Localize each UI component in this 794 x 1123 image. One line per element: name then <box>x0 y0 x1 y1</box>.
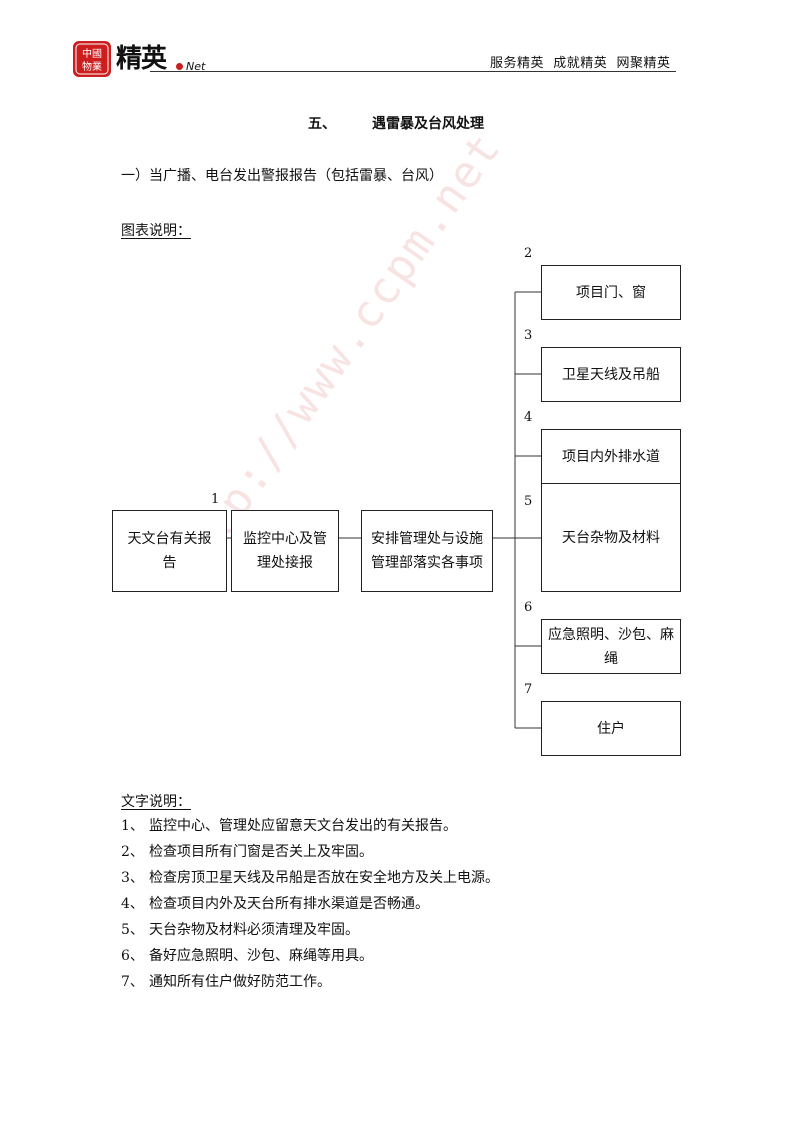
header-slogan: 服务精英 成就精英 网聚精英 <box>490 56 671 71</box>
list-item-number: 3、 <box>121 870 144 886</box>
diagram-label: 图表说明： <box>121 223 191 239</box>
list-item-number: 5、 <box>121 922 144 938</box>
section-title: 五、 遇雷暴及台风处理 <box>308 113 484 133</box>
branch-emergency-supplies: 应急照明、沙包、麻绳 <box>541 619 681 674</box>
list-item-text: 天台杂物及材料必须清理及牢固。 <box>149 922 359 938</box>
branch-number: 4 <box>524 410 533 425</box>
sub-heading: 一）当广播、电台发出警报报告（包括雷暴、台风） <box>121 168 443 184</box>
list-item: 1、监控中心、管理处应留意天文台发出的有关报告。 <box>121 817 499 843</box>
list-item-text: 检查项目内外及天台所有排水渠道是否畅通。 <box>149 896 429 912</box>
node-observatory-report: 天文台有关报告 <box>112 510 227 592</box>
list-item-text: 备好应急照明、沙包、麻绳等用具。 <box>149 948 373 964</box>
list-item-number: 1、 <box>121 818 144 834</box>
header-rule <box>150 71 676 72</box>
list-item-number: 7、 <box>121 974 144 990</box>
list-item-text: 监控中心、管理处应留意天文台发出的有关报告。 <box>149 818 457 834</box>
list-item-text: 检查房顶卫星天线及吊船是否放在安全地方及关上电源。 <box>149 870 499 886</box>
list-item-number: 6、 <box>121 948 144 964</box>
branch-doors-windows: 项目门、窗 <box>541 265 681 320</box>
list-item: 7、通知所有住户做好防范工作。 <box>121 973 499 999</box>
list-item: 5、天台杂物及材料必须清理及牢固。 <box>121 921 499 947</box>
section-title-text: 遇雷暴及台风处理 <box>372 116 484 132</box>
svg-text:物業: 物業 <box>82 60 102 73</box>
branch-number: 3 <box>524 328 533 343</box>
instruction-list: 1、监控中心、管理处应留意天文台发出的有关报告。 2、检查项目所有门窗是否关上及… <box>121 817 499 999</box>
logo-dot <box>176 63 183 70</box>
branch-rooftop-debris-label: 天台杂物及材料 <box>562 529 660 546</box>
branch-rooftop-debris: 天台杂物及材料 <box>541 483 681 592</box>
branch-drainage: 项目内外排水道 <box>541 429 681 484</box>
list-item: 2、检查项目所有门窗是否关上及牢固。 <box>121 843 499 869</box>
logo-wordmark: 精英 <box>116 44 167 74</box>
svg-text:中國: 中國 <box>82 47 102 60</box>
section-number: 五、 <box>308 116 336 132</box>
list-item: 3、检查房顶卫星天线及吊船是否放在安全地方及关上电源。 <box>121 869 499 895</box>
text-label: 文字说明： <box>121 794 191 810</box>
branch-number: 7 <box>524 682 533 697</box>
logo-suffix: Net <box>186 60 206 73</box>
list-item-text: 检查项目所有门窗是否关上及牢固。 <box>149 844 373 860</box>
branch-number: 6 <box>524 600 533 615</box>
branch-antenna-gondola: 卫星天线及吊船 <box>541 347 681 402</box>
list-item-text: 通知所有住户做好防范工作。 <box>149 974 331 990</box>
branch-number: 5 <box>524 494 533 509</box>
branch-residents: 住户 <box>541 701 681 756</box>
branch-number: 2 <box>524 246 533 261</box>
list-item: 6、备好应急照明、沙包、麻绳等用具。 <box>121 947 499 973</box>
node-arrange-tasks: 安排管理处与设施管理部落实各事项 <box>361 510 493 592</box>
node-control-center: 监控中心及管理处接报 <box>231 510 339 592</box>
step-number-1: 1 <box>211 492 220 507</box>
list-item: 4、检查项目内外及天台所有排水渠道是否畅通。 <box>121 895 499 921</box>
list-item-number: 2、 <box>121 844 144 860</box>
logo-seal: 中國 物業 <box>73 41 111 77</box>
list-item-number: 4、 <box>121 896 144 912</box>
